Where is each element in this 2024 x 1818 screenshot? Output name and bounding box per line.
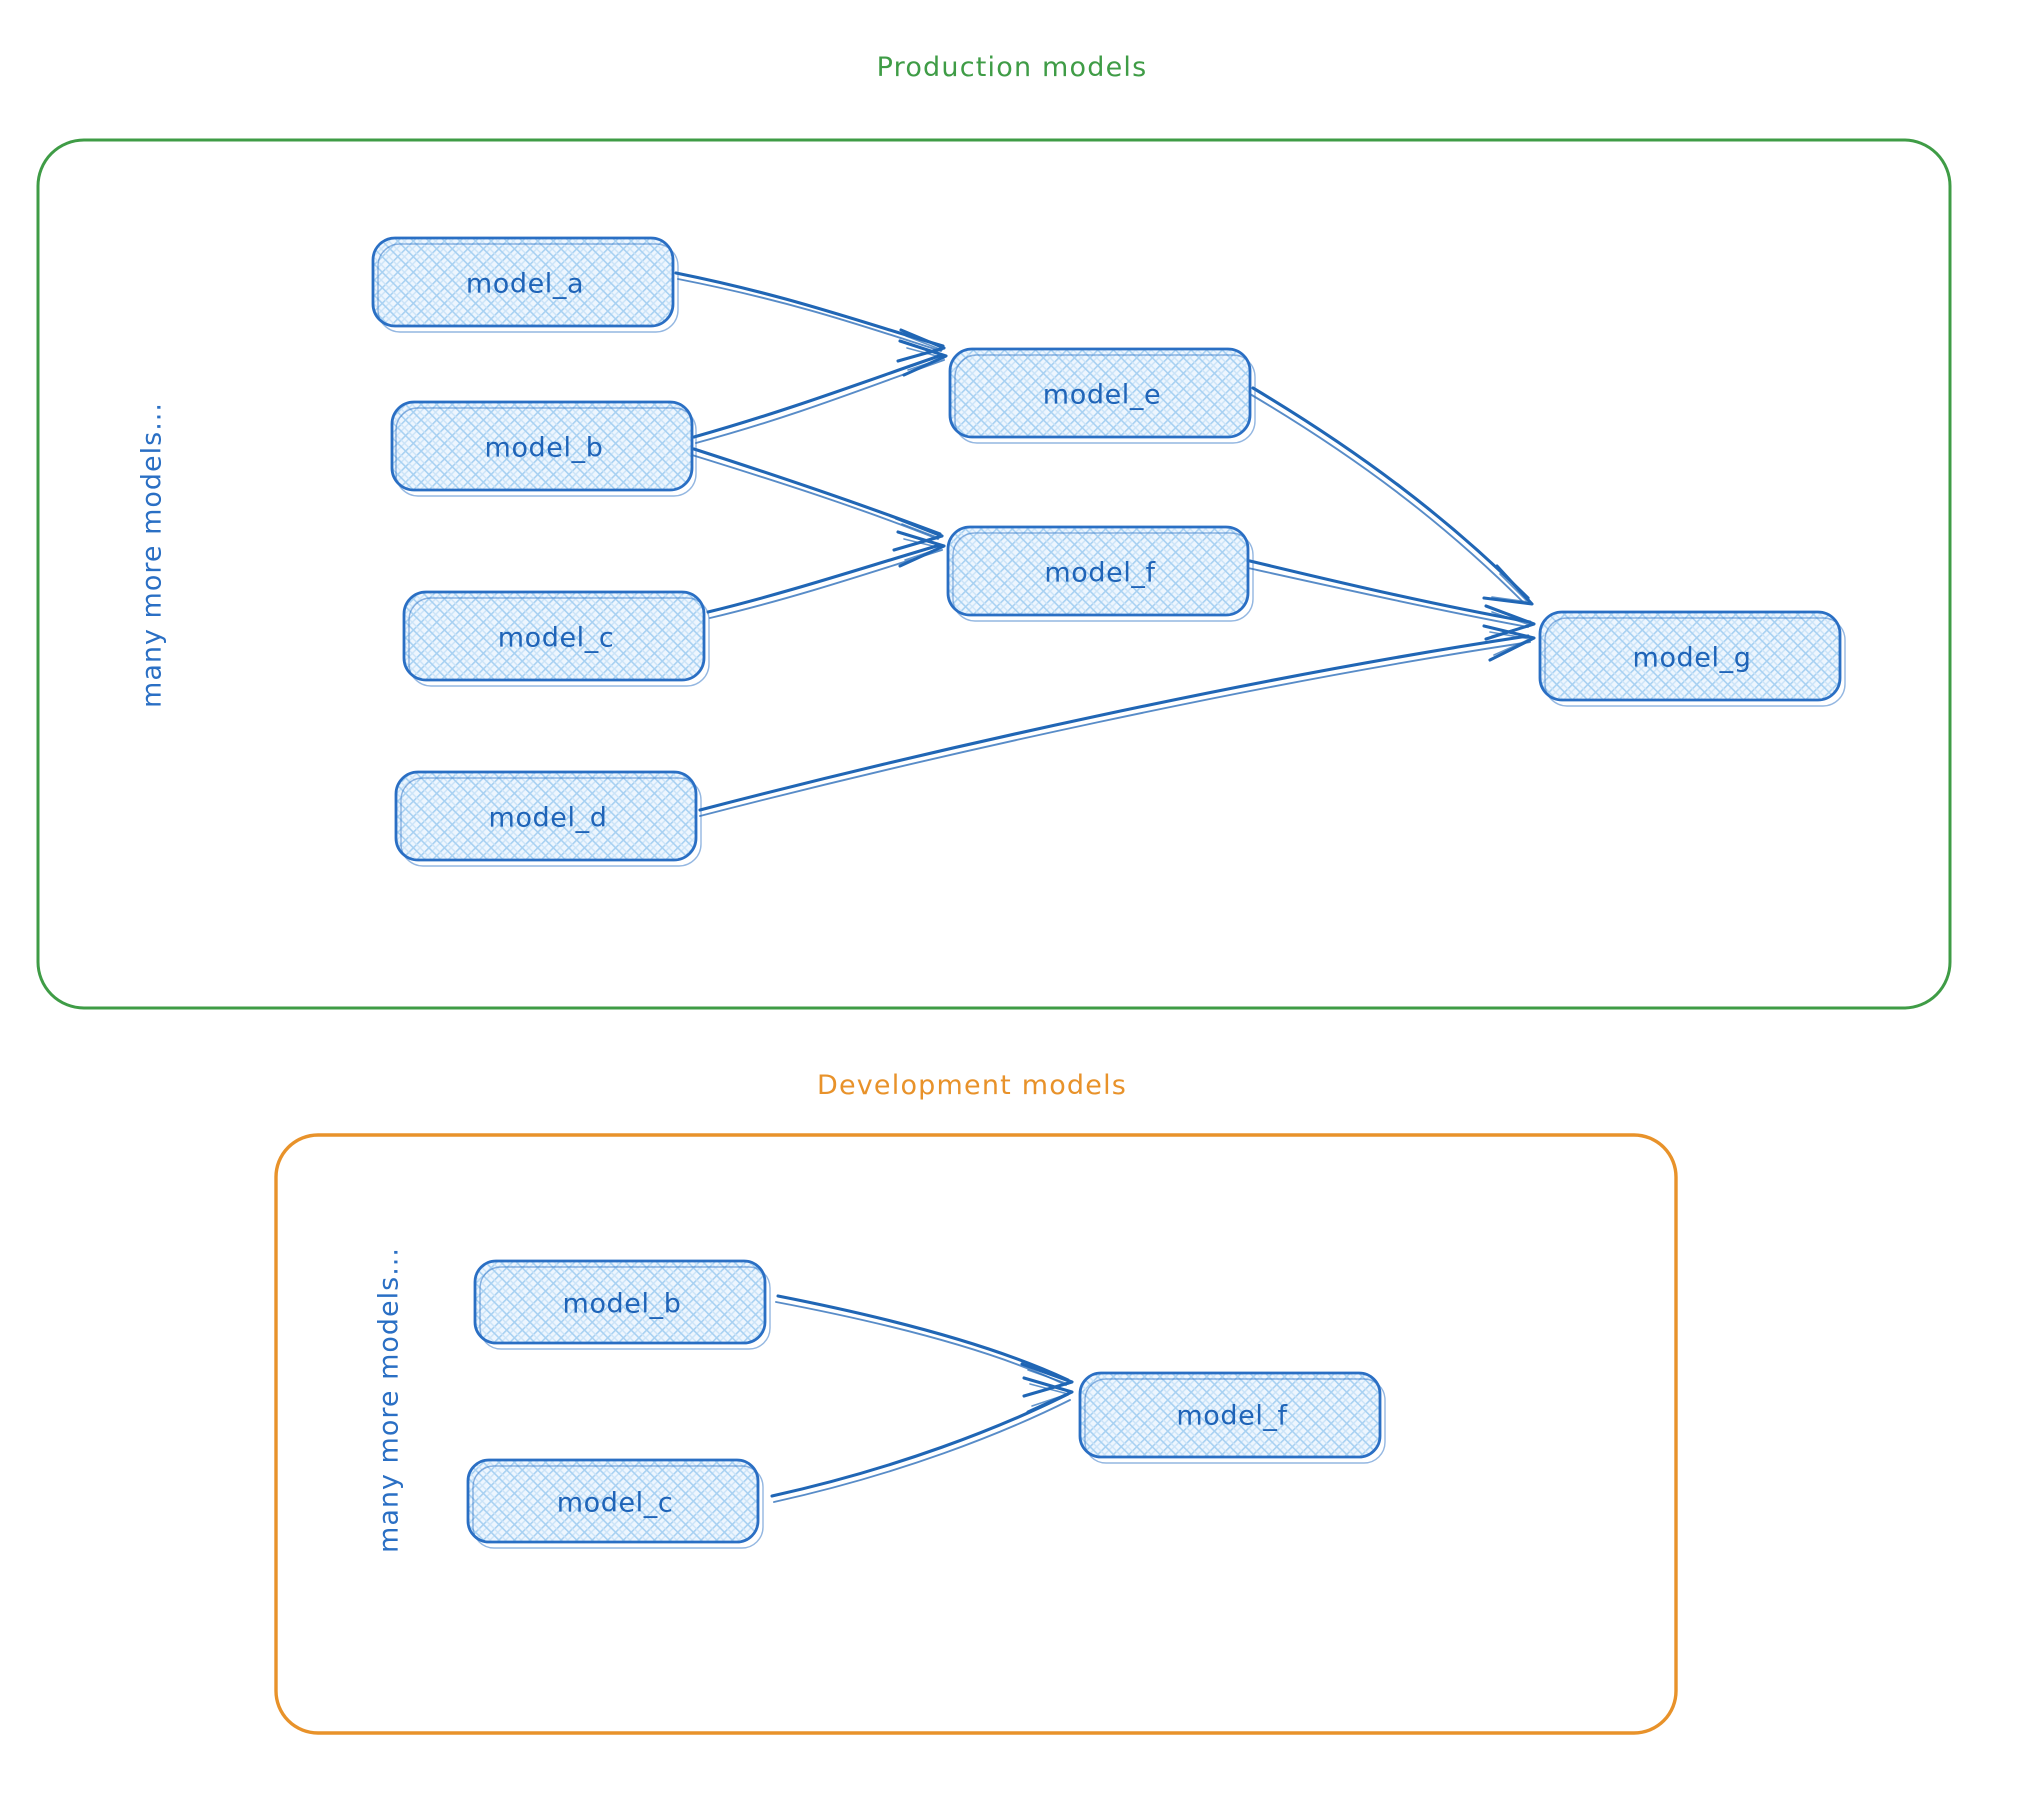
node-model-a[interactable] [371, 236, 679, 333]
development-edges [770, 1294, 1074, 1503]
production-many-more-models-note: many more models... [136, 402, 168, 708]
development-group-title: Development models [816, 1070, 1128, 1101]
production-edges [674, 271, 1536, 817]
edge-model-e-to-model-g [1249, 386, 1534, 606]
node-dev-model-c[interactable] [466, 1458, 764, 1549]
edge-model-a-to-model-e [674, 271, 946, 363]
development-many-more-models-note: many more models... [373, 1247, 405, 1553]
node-model-g[interactable] [1538, 610, 1846, 707]
edge-model-b-to-model-f [691, 447, 944, 552]
node-model-b[interactable] [390, 400, 697, 497]
node-model-f[interactable] [946, 525, 1254, 622]
edge-dev-model-b-to-model-f [775, 1294, 1074, 1398]
node-dev-model-b[interactable] [473, 1259, 771, 1350]
production-container [36, 138, 1952, 1010]
edge-model-b-to-model-e [692, 339, 948, 444]
development-nodes [466, 1259, 1386, 1549]
production-nodes [371, 236, 1846, 867]
development-container [274, 1133, 1678, 1735]
node-model-e[interactable] [948, 347, 1256, 444]
node-model-c[interactable] [402, 590, 710, 687]
edge-model-d-to-model-g [698, 624, 1536, 817]
node-model-d[interactable] [394, 770, 702, 867]
edge-model-f-to-model-g [1247, 559, 1536, 641]
edge-model-c-to-model-f [706, 530, 946, 619]
production-group-title: Production models [876, 52, 1148, 83]
node-dev-model-f[interactable] [1078, 1371, 1386, 1464]
edge-dev-model-c-to-model-f [770, 1376, 1074, 1503]
